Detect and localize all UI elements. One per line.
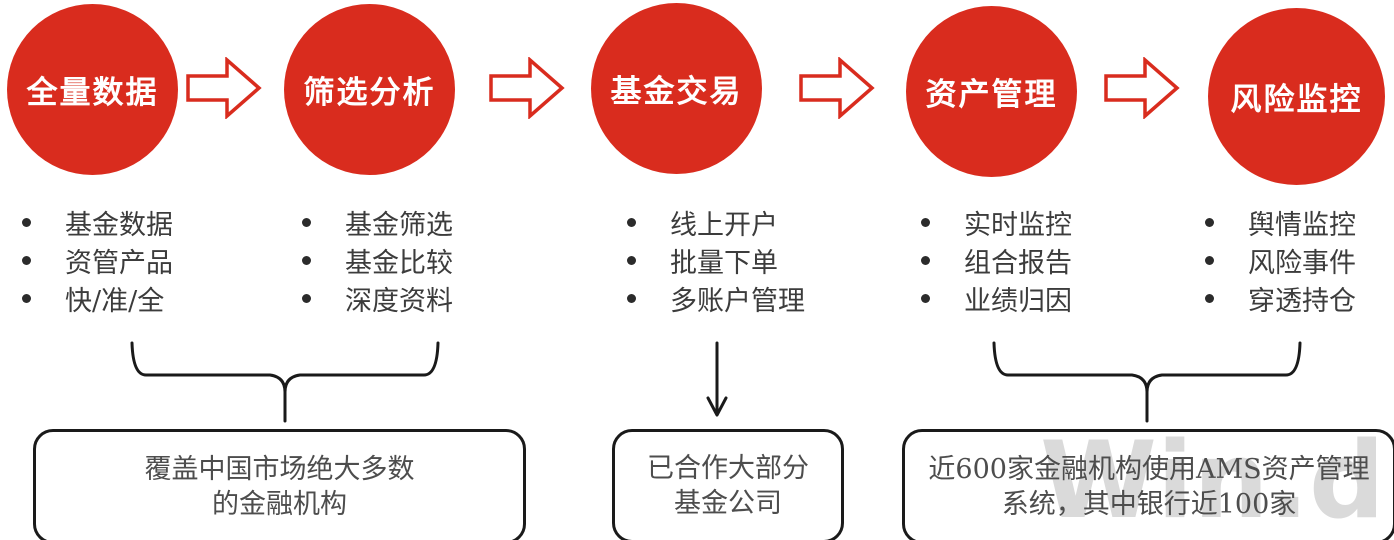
bullet-icon bbox=[22, 293, 31, 303]
flow-arrow-icon bbox=[799, 57, 875, 119]
list-item: 线上开户 bbox=[621, 203, 805, 241]
flow-arrow-icon bbox=[186, 57, 262, 119]
callout-box-ams-clients: 近600家金融机构使用AMS资产管理 系统，其中银行近100家 bbox=[902, 429, 1394, 540]
callout-line: 基金公司 bbox=[674, 488, 782, 519]
list-item: 基金数据 bbox=[16, 203, 173, 241]
list-item-label: 线上开户 bbox=[670, 209, 778, 241]
list-item: 批量下单 bbox=[621, 241, 805, 279]
list-item: 多账户管理 bbox=[621, 279, 805, 317]
step-circle-risk-monitoring: 风险监控 bbox=[1208, 8, 1385, 185]
list-item-label: 业绩归因 bbox=[964, 285, 1072, 317]
list-item-label: 快/准/全 bbox=[65, 285, 165, 317]
list-item: 风险事件 bbox=[1199, 241, 1356, 279]
list-item: 资管产品 bbox=[16, 241, 173, 279]
list-item: 基金筛选 bbox=[296, 203, 453, 241]
step-circle-label: 基金交易 bbox=[610, 74, 743, 110]
brace-connector-icon bbox=[130, 341, 440, 423]
bullet-icon bbox=[1205, 255, 1214, 265]
step-circle-label: 全量数据 bbox=[26, 75, 159, 111]
bullet-icon bbox=[22, 255, 31, 265]
feature-list-screening: 基金筛选 基金比较 深度资料 bbox=[296, 203, 453, 317]
bullet-icon bbox=[921, 293, 930, 303]
feature-list-risk-monitoring: 舆情监控 风险事件 穿透持仓 bbox=[1199, 203, 1356, 317]
list-item-label: 基金筛选 bbox=[345, 209, 453, 241]
step-circle-asset-management: 资产管理 bbox=[906, 6, 1077, 177]
bullet-icon bbox=[302, 255, 311, 265]
step-circle-full-data: 全量数据 bbox=[7, 4, 178, 175]
bullet-icon bbox=[921, 255, 930, 265]
list-item: 快/准/全 bbox=[16, 279, 173, 317]
list-item-label: 舆情监控 bbox=[1248, 209, 1356, 241]
list-item: 舆情监控 bbox=[1199, 203, 1356, 241]
step-circle-fund-trading: 基金交易 bbox=[591, 3, 762, 174]
list-item-label: 资管产品 bbox=[65, 247, 173, 279]
down-arrow-icon bbox=[706, 341, 728, 417]
step-circle-label: 资产管理 bbox=[925, 77, 1058, 113]
list-item: 穿透持仓 bbox=[1199, 279, 1356, 317]
list-item-label: 穿透持仓 bbox=[1248, 285, 1356, 317]
list-item: 基金比较 bbox=[296, 241, 453, 279]
bullet-icon bbox=[22, 217, 31, 227]
bullet-icon bbox=[302, 217, 311, 227]
list-item-label: 深度资料 bbox=[345, 285, 453, 317]
list-item-label: 实时监控 bbox=[964, 209, 1072, 241]
flow-arrow-icon bbox=[489, 57, 565, 119]
flow-arrow-icon bbox=[1104, 57, 1180, 119]
list-item: 实时监控 bbox=[915, 203, 1072, 241]
list-item-label: 批量下单 bbox=[670, 247, 778, 279]
step-circle-screening: 筛选分析 bbox=[284, 4, 455, 175]
feature-list-asset-management: 实时监控 组合报告 业绩归因 bbox=[915, 203, 1072, 317]
bullet-icon bbox=[1205, 217, 1214, 227]
list-item-label: 基金比较 bbox=[345, 247, 453, 279]
callout-line: 已合作大部分 bbox=[647, 453, 809, 484]
bullet-icon bbox=[627, 217, 636, 227]
list-item-label: 多账户管理 bbox=[670, 285, 805, 317]
callout-line: 覆盖中国市场绝大多数 bbox=[144, 453, 415, 485]
feature-list-fund-trading: 线上开户 批量下单 多账户管理 bbox=[621, 203, 805, 317]
bullet-icon bbox=[302, 293, 311, 303]
bullet-icon bbox=[627, 293, 636, 303]
list-item: 深度资料 bbox=[296, 279, 453, 317]
wind-watermark: Win.d bbox=[1040, 419, 1385, 540]
bullet-icon bbox=[1205, 293, 1214, 303]
bullet-icon bbox=[921, 217, 930, 227]
list-item-label: 组合报告 bbox=[964, 247, 1072, 279]
callout-line: 系统，其中银行近100家 bbox=[1001, 488, 1297, 520]
list-item: 组合报告 bbox=[915, 241, 1072, 279]
brace-connector-icon bbox=[992, 341, 1302, 423]
list-item-label: 风险事件 bbox=[1248, 247, 1356, 279]
step-circle-label: 风险监控 bbox=[1230, 82, 1363, 118]
bullet-icon bbox=[627, 255, 636, 265]
callout-line: 近600家金融机构使用AMS资产管理 bbox=[928, 453, 1370, 485]
step-circle-label: 筛选分析 bbox=[303, 75, 436, 111]
list-item: 业绩归因 bbox=[915, 279, 1072, 317]
callout-box-fund-companies: 已合作大部分 基金公司 bbox=[612, 429, 844, 540]
feature-list-full-data: 基金数据 资管产品 快/准/全 bbox=[16, 203, 173, 317]
callout-box-coverage: 覆盖中国市场绝大多数 的金融机构 bbox=[33, 429, 526, 540]
list-item-label: 基金数据 bbox=[65, 209, 173, 241]
callout-line: 的金融机构 bbox=[212, 488, 347, 520]
